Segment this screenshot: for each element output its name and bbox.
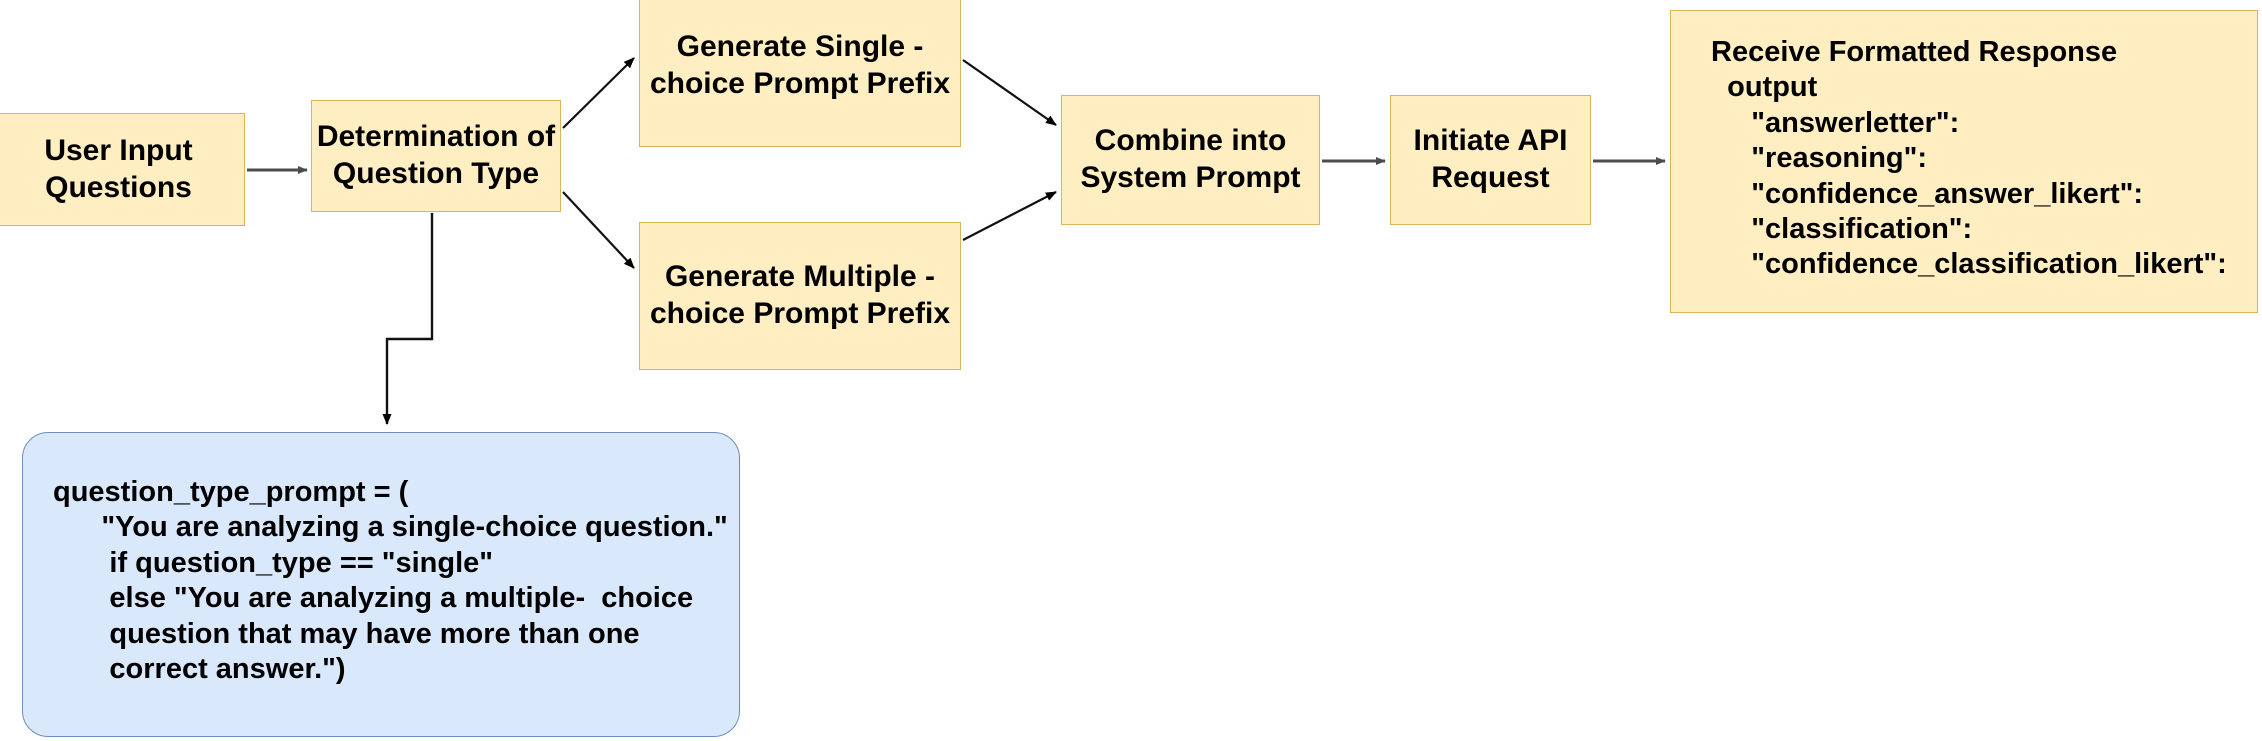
node-label: Generate Multiple - choice Prompt Prefix (649, 260, 951, 330)
node-label: User Input Questions (44, 133, 193, 204)
node-combine-into-system-prompt[interactable]: Combine into System Prompt (1061, 95, 1320, 225)
edge-multiple-prefix-to-combine (962, 191, 1057, 241)
node-generate-single-choice-prompt-prefix[interactable]: Generate Single - choice Prompt Prefix (639, 0, 961, 147)
node-label: Receive Formatted Response output "answe… (1711, 36, 2227, 281)
edge-determination-to-single-prefix (562, 57, 635, 129)
node-label: question_type_prompt = ( "You are analyz… (53, 476, 728, 685)
node-label: Generate Single - choice Prompt Prefix (649, 29, 951, 100)
node-determination-of-question-type[interactable]: Determination of Question Type (311, 100, 561, 212)
edge-determination-to-note-code (382, 213, 434, 425)
node-receive-formatted-response[interactable]: Receive Formatted Response output "answe… (1670, 10, 2258, 313)
node-label: Initiate API Request (1413, 124, 1568, 194)
node-label: Determination of Question Type (316, 120, 556, 190)
node-initiate-api-request[interactable]: Initiate API Request (1390, 95, 1591, 225)
node-label: Combine into System Prompt (1080, 124, 1301, 194)
node-question-type-prompt-code[interactable]: question_type_prompt = ( "You are analyz… (22, 432, 740, 737)
node-user-input-questions[interactable]: User Input Questions (0, 113, 245, 226)
edge-single-prefix-to-combine (962, 59, 1057, 126)
node-generate-multiple-choice-prompt-prefix[interactable]: Generate Multiple - choice Prompt Prefix (639, 222, 961, 370)
edge-determination-to-multiple-prefix (562, 191, 635, 269)
